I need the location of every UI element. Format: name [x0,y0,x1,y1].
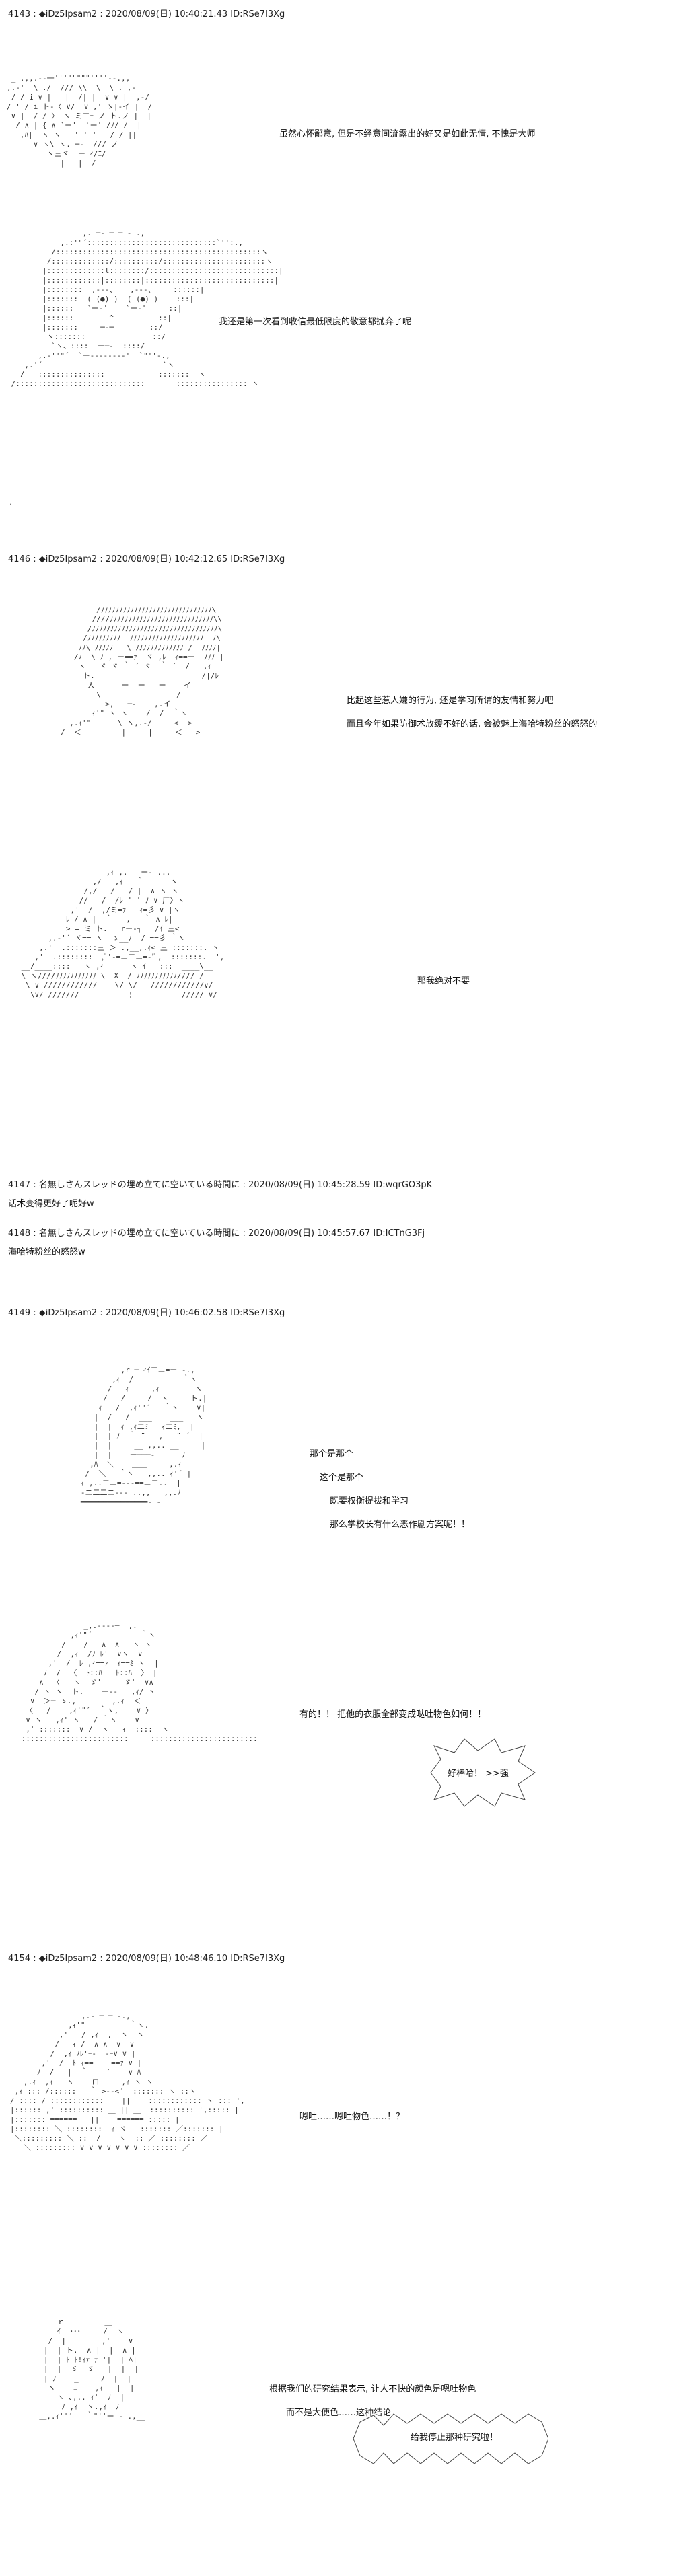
post-header-4147: 4147 : 名無しさんスレッドの埋め立てに空いている時間に : 2020/08… [8,1180,433,1190]
ascii-art-4154-b: ｒ ＿ ｲ ･･･ / ヽ / | ,' ∨ | | ト. ∧ | | ∧ | … [39,2318,145,2421]
shout-bubble [353,2413,548,2464]
line-4149-6: 好棒哈！ >>强 [448,1769,509,1779]
post-header-4143: 4143 : ◆iDz5Ipsam2 : 2020/08/09(日) 10:40… [8,9,285,20]
ascii-art-4143-b: ,. ─- ─ ─ - ., ,.:'"´:::::::::::::::::::… [11,229,283,388]
line-4154-1: 嗯吐……嗯吐物色……！？ [299,2112,405,2122]
line-4154-4: 给我停止那种研究啦！ [411,2433,499,2443]
line-4143-2: 我还是第一次看到收信最低限度的敬意都抛弃了呢 [219,317,412,327]
post-header-4146: 4146 : ◆iDz5Ipsam2 : 2020/08/09(日) 10:42… [8,554,285,564]
line-4149-3: 既要权衡提拔和学习 [330,1496,409,1506]
ascii-art-4154-a: ,.- ─ ─ -., ,ｨ'" ｀ヽ. ,' / ,ｨ , ヽ ヽ / ｨ /… [10,2012,245,2152]
post-header-4154: 4154 : ◆iDz5Ipsam2 : 2020/08/09(日) 10:48… [8,1954,285,1964]
line-4149-4: 那么学校长有什么恶作剧方案呢！！ [330,1520,470,1530]
ascii-art-4149-b: _,.-‐--─ ,. ,ｨ'"´ ｀ヽ / / ∧ ∧ ヽ ヽ / ,ｨ /ﾉ… [21,1621,258,1743]
speech-bubble [430,1738,536,1807]
line-4143-1: 虽然心怀鄙意, 但是不经意间流露出的好又是如此无情, 不愧是大师 [279,129,536,139]
line-4154-2: 根据我们的研究结果表示, 让人不快的颜色是嗯吐物色 [269,2384,476,2394]
post-header-4148: 4148 : 名無しさんスレッドの埋め立てに空いている時間に : 2020/08… [8,1228,425,1239]
line-4154-3: 而不是大便色……这种结论 [286,2408,392,2418]
ascii-art-4149-a: ,r ─ ｨｲ二ニ=ー -., ,ｨ / ｀ヽ / ｨ ,ｨ ヽ / / / ヽ… [80,1366,207,1506]
line-4146-2: 而且今年如果防御术放缓不好的话, 会被魅上海哈特粉丝的怒怒的 [347,719,598,729]
reply-text-4147: 话术变得更好了呢好w [8,1199,94,1209]
ascii-art-4146-b: ,ｨ ,. ー- .., ,/ ,ｨ ｀ ヽ /,/ / / | ∧ ヽ ヽ /… [21,868,225,999]
line-4146-1: 比起这些惹人嫌的行为, 还是学习所谓的友情和努力吧 [347,696,554,706]
line-4149-5: 有的！！ 把他的衣服全部变成哒吐物色如何！！ [299,1709,487,1720]
separator-dots: . [9,498,12,507]
line-4149-2: 这个是那个 [320,1473,364,1483]
ascii-art-4146-a: /ﾉﾉﾉﾉﾉﾉﾉﾉﾉﾉﾉﾉﾉﾉﾉﾉﾉﾉﾉﾉﾉﾉﾉﾉﾉﾉﾉﾉﾉﾉ\ ////ﾉﾉﾉ… [61,605,224,737]
line-4149-1: 那个是那个 [310,1449,354,1459]
ascii-art-4143-a: _ .,,.--一'''"""""''''--.,, ,.-' \ ./ ///… [7,74,153,168]
line-4146-3: 那我绝对不要 [417,976,470,986]
reply-text-4148: 海哈特粉丝的怒怒w [8,1247,85,1257]
post-header-4149: 4149 : ◆iDz5Ipsam2 : 2020/08/09(日) 10:46… [8,1308,285,1318]
